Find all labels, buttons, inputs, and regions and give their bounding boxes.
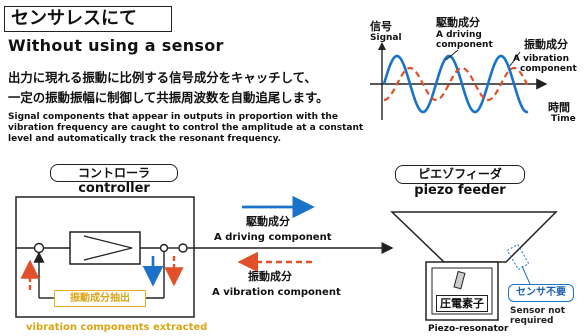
controller-box (15, 196, 195, 318)
driving-signal-label-en: A driving component (214, 232, 332, 243)
piezo-crystal-icon (453, 270, 466, 290)
graph-signal-label-en: Signal (370, 33, 402, 43)
page-subtitle: Without using a sensor (8, 36, 224, 55)
graph-signal-label-jp: 信号 (370, 20, 392, 33)
graph-time-label-jp: 時間 (548, 101, 570, 114)
output-node (159, 243, 169, 253)
vibration-signal-label-en: A vibration component (212, 287, 341, 298)
amplifier-block (69, 231, 141, 265)
graph-driving-label-en-2: component (436, 40, 493, 50)
piezo-hopper (390, 211, 558, 263)
vibration-component-wave (383, 66, 529, 102)
sensor-not-required-label-en: Sensor not required (510, 306, 565, 326)
vibration-signal-label-jp: 振動成分 (248, 270, 292, 283)
driving-signal-label-jp: 駆動成分 (246, 215, 290, 228)
vibration-leader-line (509, 51, 521, 67)
controller-label-jp: コントローラ (50, 164, 178, 182)
sensor-not-required-badge: センサ不要 (508, 284, 574, 302)
extract-label-en: vibration components extracted (26, 322, 208, 333)
graph-y-axis-arrow (378, 42, 386, 50)
description-jp: 出力に現れる振動に比例する信号成分をキャッチして、 一定の振動振幅に制御して共振… (8, 68, 358, 108)
description-jp-line2: 一定の振動振幅に制御して共振周波数を自動追尾します。 (8, 90, 329, 105)
graph-driving-label-en-1: A driving (436, 30, 482, 40)
page-title: センサレスにて (4, 6, 172, 32)
graph-driving-label-jp: 駆動成分 (436, 16, 480, 29)
piezo-resonator-label: Piezo-resonator (428, 324, 509, 334)
extract-block: 振動成分抽出 (54, 290, 146, 307)
description-en: Signal components that appear in outputs… (8, 112, 364, 144)
piezo-element-label: 圧電素子 (436, 295, 488, 312)
controller-label-en: controller (78, 181, 150, 196)
piezo-inner (431, 267, 493, 315)
driving-leader-line (445, 49, 459, 61)
graph-vibration-label-en-1: A vibration (513, 54, 569, 64)
sensor-icon (506, 243, 530, 271)
graph-vibration-label-en-2: component (520, 64, 577, 74)
graph-time-label-en: Time (551, 114, 576, 124)
sensor-leader-line (521, 265, 531, 285)
driving-component-wave (382, 54, 529, 114)
piezo-label-en: piezo feeder (414, 183, 506, 198)
output-terminal (178, 243, 188, 253)
summing-node (33, 242, 45, 254)
graph-vibration-label-jp: 振動成分 (524, 38, 568, 51)
description-jp-line1: 出力に現れる振動に比例する信号成分をキャッチして、 (8, 70, 317, 85)
piezo-label-jp: ピエゾフィーダ (395, 165, 525, 184)
